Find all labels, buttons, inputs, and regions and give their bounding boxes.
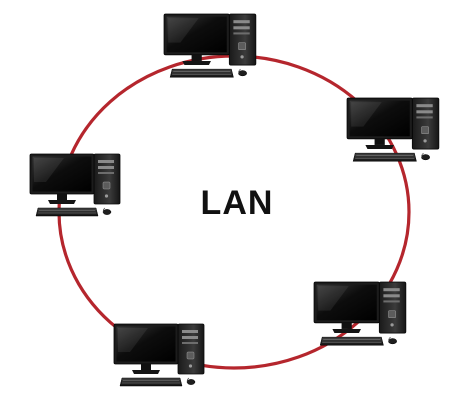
computer-node-bottom-right <box>313 281 407 346</box>
computer-node-top <box>163 13 257 78</box>
computer-node-left <box>29 153 121 217</box>
lan-label: LAN <box>200 184 274 222</box>
computer-node-right <box>346 97 440 162</box>
computer-node-bottom-left <box>113 323 205 387</box>
